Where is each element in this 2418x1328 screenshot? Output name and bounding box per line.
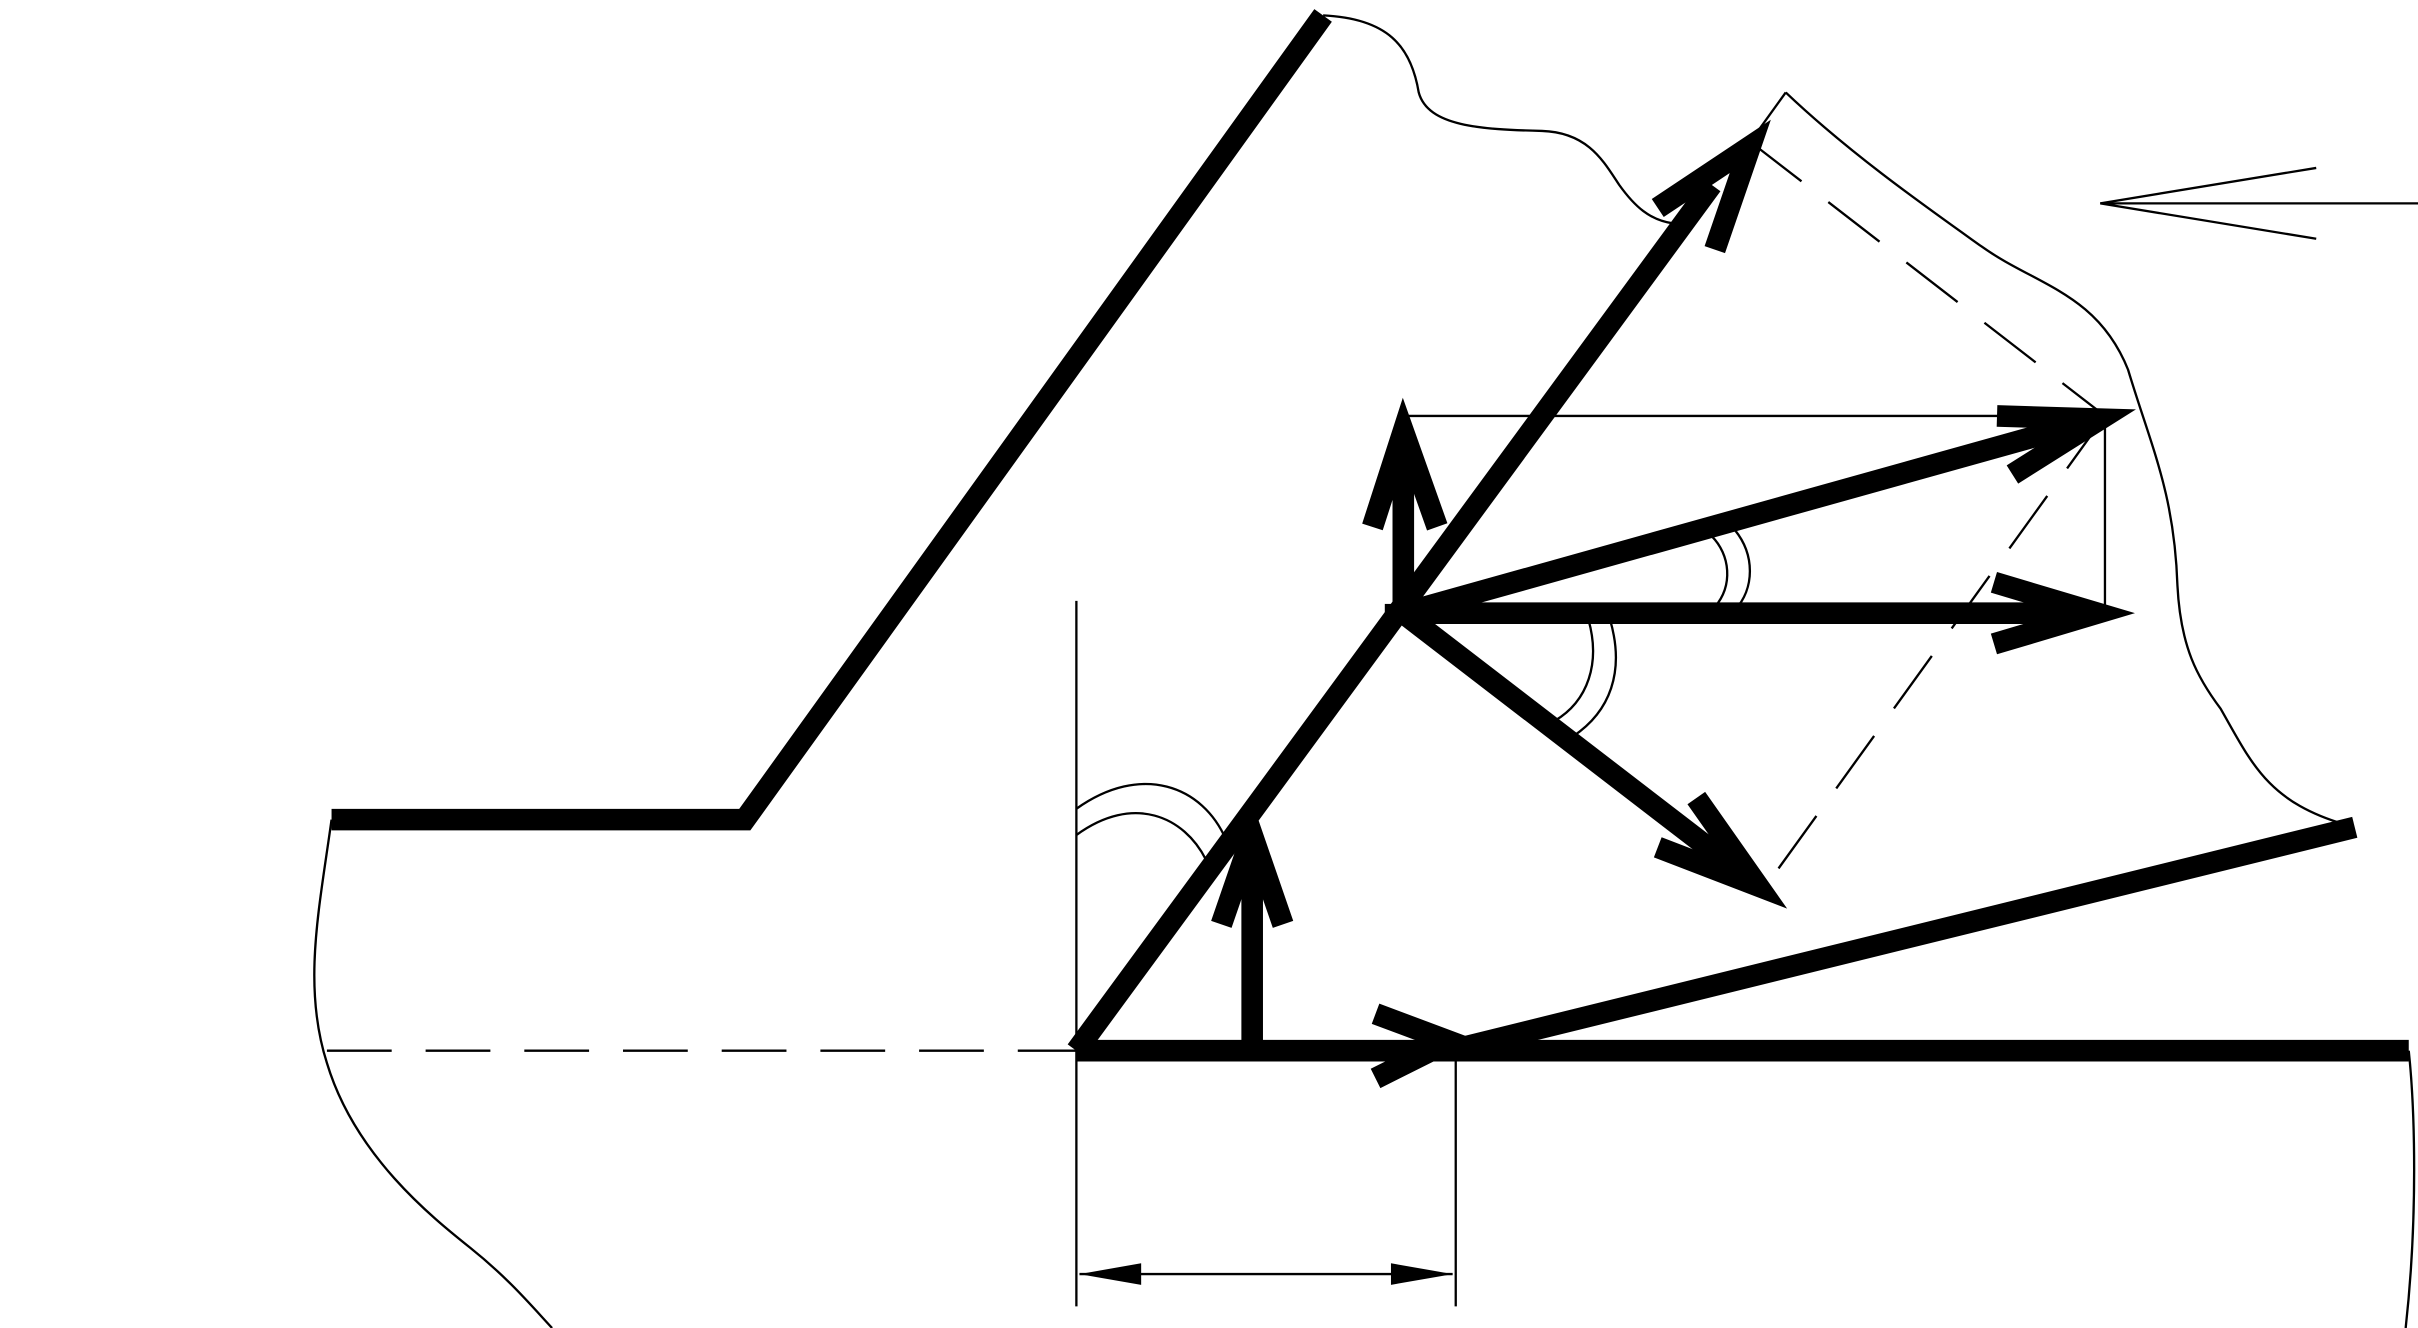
arrow-normal-head <box>1653 791 1788 909</box>
arrow-resultant-head <box>1996 405 2136 484</box>
arrow-base-horizontal-head <box>1370 1003 1477 1089</box>
tool-left-outline <box>331 9 1332 831</box>
arrow-vertical-head-lower <box>1211 801 1294 928</box>
arrow-vertical-head-upper <box>1362 397 1448 531</box>
left-break-curve <box>313 819 553 1328</box>
clearance-surface <box>1446 816 2358 1062</box>
angle-arc-lower-outer <box>1075 783 1228 841</box>
top-break-curve <box>1323 14 1674 225</box>
arrow-resultant-shaft <box>1400 408 2101 624</box>
right-break-curve <box>1784 91 2345 826</box>
angle-arc-upper-a <box>1710 535 1729 608</box>
dimension-arrowhead-left <box>1079 1263 1142 1285</box>
dimension-arrowhead-right <box>1390 1263 1453 1285</box>
arrow-tangential-force <box>1651 119 1771 254</box>
direction-arrow-head <box>2100 166 2317 240</box>
arrow-horizontal-head <box>1990 572 2135 655</box>
angle-arc-middle-a <box>1553 619 1595 722</box>
bottom-right-break-curve <box>2404 1050 2416 1328</box>
resultant-construction-dashed-upper <box>1749 140 2106 417</box>
arrow-normal-shaft <box>1396 604 1765 895</box>
angle-arc-middle-b <box>1572 618 1618 738</box>
force-application-point <box>1384 603 1407 626</box>
angle-arc-lower-inner <box>1075 812 1207 861</box>
angle-arc-upper-b <box>1733 529 1752 611</box>
